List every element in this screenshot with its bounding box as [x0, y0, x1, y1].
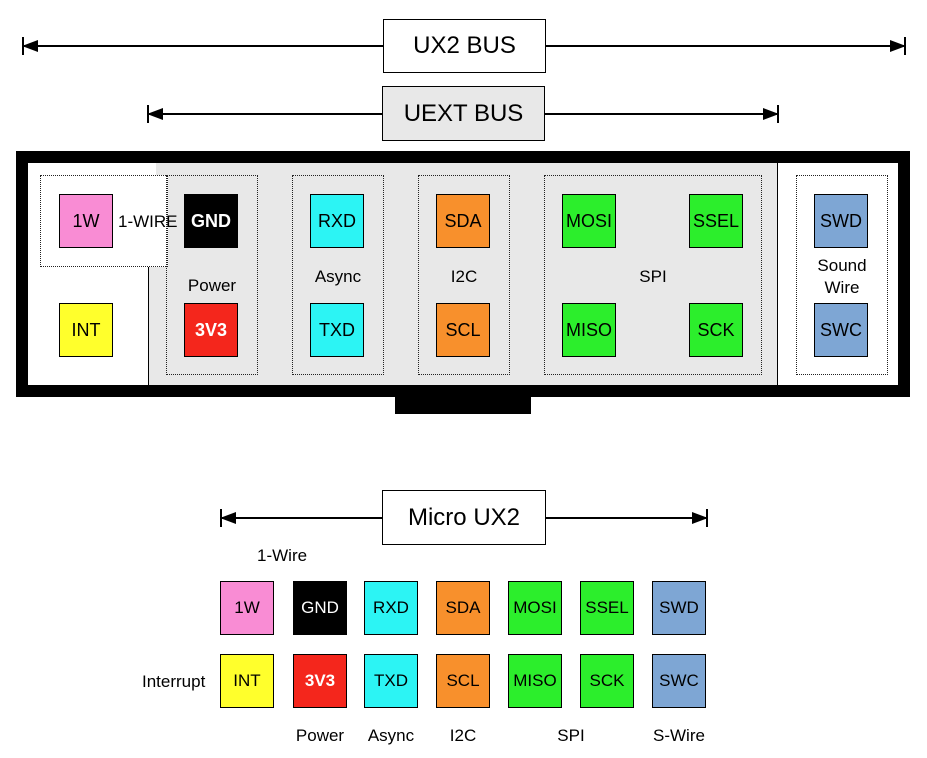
pin-sda: SDA — [436, 194, 490, 248]
micro-pin-3v3: 3V3 — [293, 654, 347, 708]
micro-pin-sda: SDA — [436, 581, 490, 635]
async-group — [292, 175, 384, 375]
pin-swd: SWD — [814, 194, 868, 248]
micro-i2c-label: I2C — [449, 726, 477, 745]
micro-pin-miso: MISO — [508, 654, 562, 708]
pin-mosi: MOSI — [562, 194, 616, 248]
pin-swc: SWC — [814, 303, 868, 357]
pin-txd: TXD — [310, 303, 364, 357]
micro-pin-mosi: MOSI — [508, 581, 562, 635]
micro-pin-ssel: SSEL — [580, 581, 634, 635]
micro-right-arrow-icon — [692, 512, 708, 524]
ux2-right-arrow-icon — [890, 40, 906, 52]
micro-pin-txd: TXD — [364, 654, 418, 708]
i2c-label: I2C — [450, 267, 478, 286]
pin-scl: SCL — [436, 303, 490, 357]
i2c-group — [418, 175, 510, 375]
micro-spi-label: SPI — [557, 726, 585, 745]
micro-pin-swd: SWD — [652, 581, 706, 635]
pin-miso: MISO — [562, 303, 616, 357]
micro-onewire-label: 1-Wire — [257, 546, 308, 565]
micro-power-label: Power — [295, 726, 345, 745]
power-group — [166, 175, 258, 375]
ux2-left-arrow-icon — [22, 40, 38, 52]
spi-label: SPI — [639, 267, 667, 286]
micro-pin-scl: SCL — [436, 654, 490, 708]
sound-wire-group — [796, 175, 888, 375]
micro-pin-sck: SCK — [580, 654, 634, 708]
micro-async-label: Async — [367, 726, 415, 745]
micro-pin-swc: SWC — [652, 654, 706, 708]
pin-int: INT — [59, 303, 113, 357]
micro-left-arrow-icon — [220, 512, 236, 524]
micro-swire-label: S-Wire — [653, 726, 705, 745]
sound-label: Sound — [817, 256, 867, 275]
pin-1w: 1W — [59, 194, 113, 248]
micro-pin-1w: 1W — [220, 581, 274, 635]
pin-gnd: GND — [184, 194, 238, 248]
pin-ssel: SSEL — [689, 194, 743, 248]
micro-pin-int: INT — [220, 654, 274, 708]
ux2-bus-label: UX2 BUS — [383, 19, 546, 73]
power-label: Power — [187, 276, 237, 295]
onewire-label: 1-WIRE — [118, 212, 178, 231]
connector-key — [395, 397, 531, 414]
uext-bus-label: UEXT BUS — [382, 86, 545, 141]
micro-interrupt-label: Interrupt — [142, 672, 206, 691]
micro-ux2-label: Micro UX2 — [382, 490, 546, 545]
micro-pin-rxd: RXD — [364, 581, 418, 635]
wire-label: Wire — [824, 278, 860, 297]
micro-pin-gnd: GND — [293, 581, 347, 635]
uext-right-arrow-icon — [763, 108, 779, 120]
spi-group — [544, 175, 762, 375]
pin-3v3: 3V3 — [184, 303, 238, 357]
async-label: Async — [314, 267, 362, 286]
pin-sck: SCK — [689, 303, 743, 357]
pin-rxd: RXD — [310, 194, 364, 248]
uext-left-arrow-icon — [147, 108, 163, 120]
